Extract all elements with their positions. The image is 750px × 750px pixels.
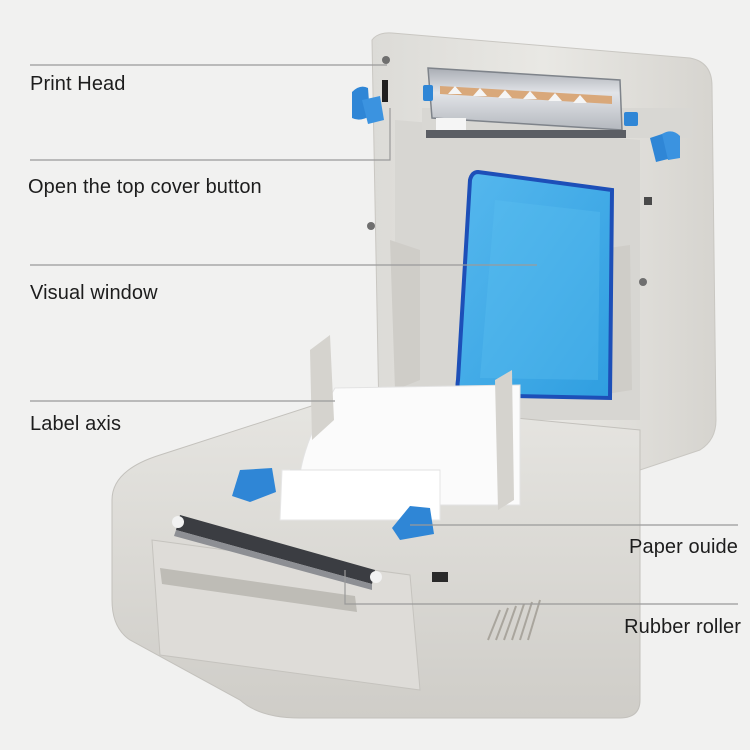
rubber-roller (172, 515, 382, 590)
callout-label-open-top-cover-button: Open the top cover button (28, 176, 262, 198)
label-roll (279, 384, 521, 521)
vent-grille (487, 599, 541, 641)
paper-guide (232, 468, 434, 540)
callout-label-rubber-roller: Rubber roller (624, 616, 741, 638)
screw-hole (639, 278, 647, 286)
screw-hole (382, 56, 390, 64)
callout-line-open-top-cover-button (30, 108, 391, 161)
label-axis (310, 335, 514, 510)
visual-window (455, 169, 615, 401)
sensor-slot (644, 197, 652, 205)
callout-label-paper-guide: Paper ouide (629, 536, 738, 558)
callout-label-label-axis: Label axis (30, 413, 122, 435)
screw-hole (367, 222, 375, 230)
open-top-cover-button (352, 80, 680, 162)
callout-lines (30, 64, 738, 605)
callout-label-print-head: Print Head (30, 73, 126, 95)
print-head (422, 67, 692, 138)
callout-line-rubber-roller (344, 570, 738, 605)
callout-label-visual-window: Visual window (30, 282, 158, 304)
side-port (432, 572, 448, 582)
